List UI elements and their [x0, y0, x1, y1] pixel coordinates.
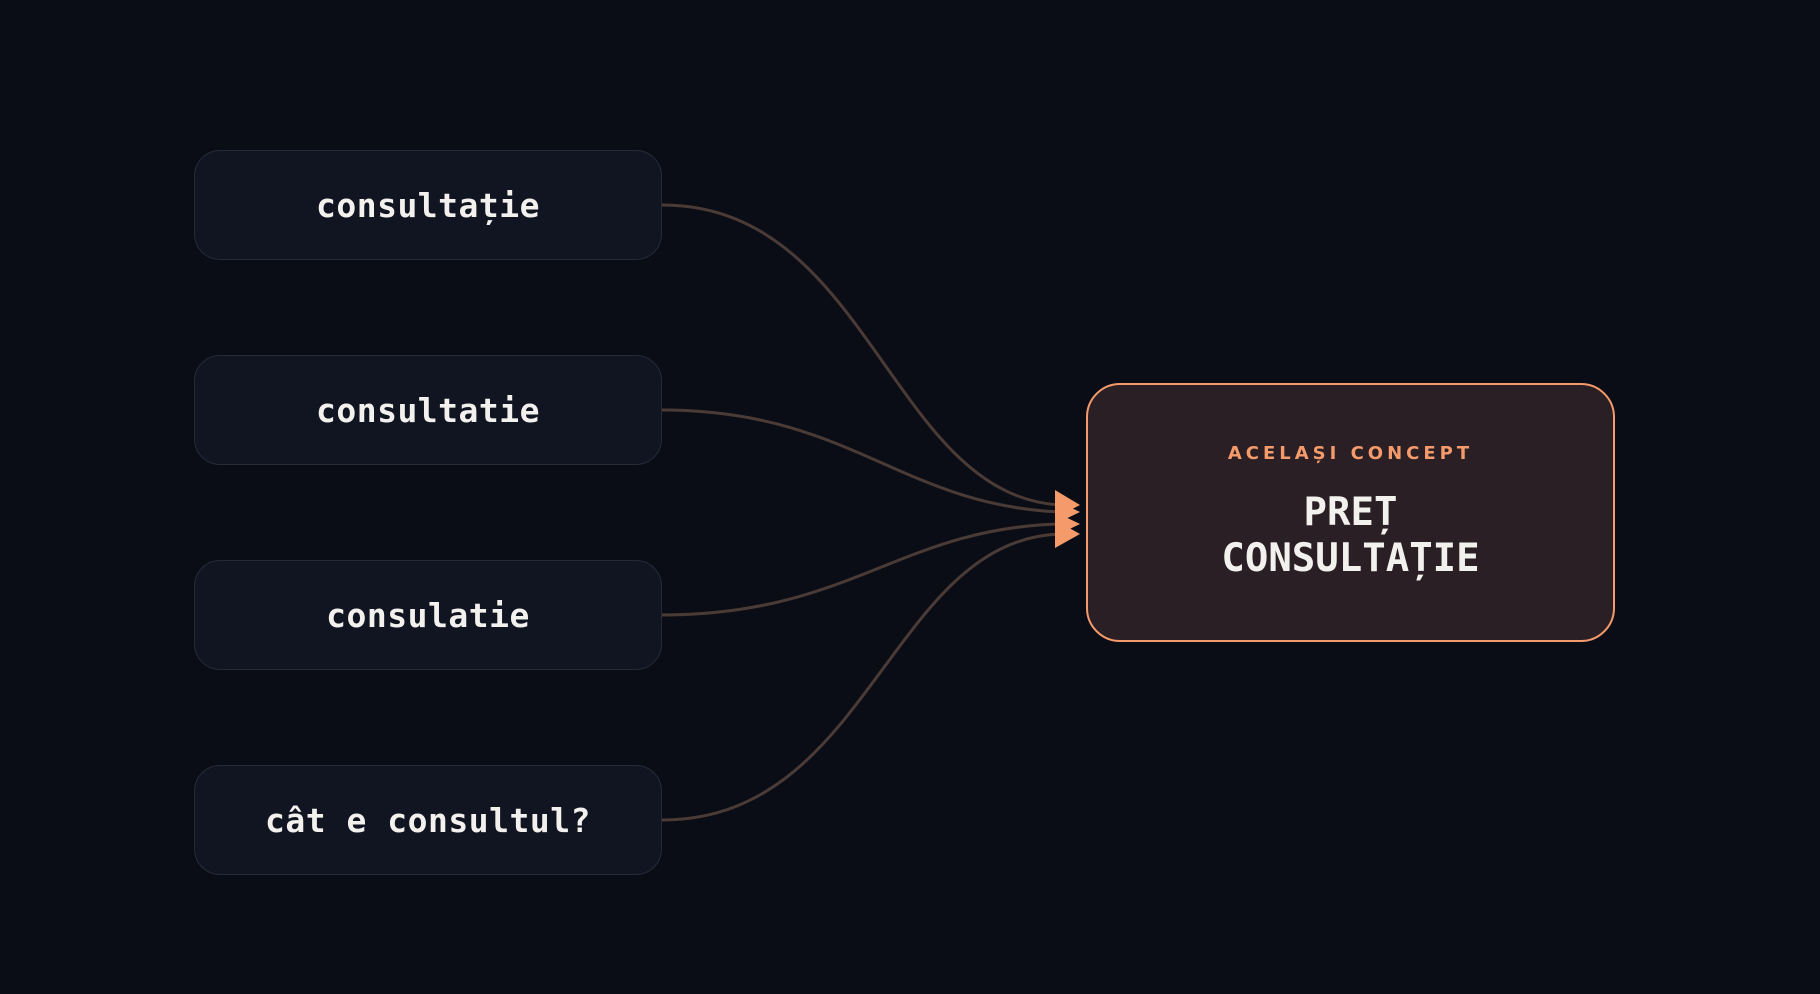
source-node-label: consultatie: [315, 390, 541, 430]
source-node-3: consulatie: [194, 560, 662, 670]
source-node-1: consultație: [194, 150, 662, 260]
source-node-4: cât e consultul?: [194, 765, 662, 875]
arrowhead-4: [1055, 520, 1080, 548]
target-concept-node: ACELAȘI CONCEPT PREȚ CONSULTAȚIE: [1086, 383, 1615, 642]
target-title: PREȚ CONSULTAȚIE: [1221, 490, 1479, 582]
target-title-line-2: CONSULTAȚIE: [1221, 536, 1480, 581]
source-node-label: cât e consultul?: [265, 800, 591, 840]
connector-3: [661, 522, 1061, 617]
source-node-label: consulatie: [326, 595, 530, 635]
connector-4: [661, 532, 1061, 822]
connector-1: [661, 203, 1061, 507]
target-eyebrow-label: ACELAȘI CONCEPT: [1227, 443, 1474, 464]
target-title-line-1: PREȚ: [1303, 490, 1398, 535]
connector-2: [661, 408, 1061, 514]
source-node-2: consultatie: [194, 355, 662, 465]
source-node-label: consultație: [315, 185, 541, 225]
